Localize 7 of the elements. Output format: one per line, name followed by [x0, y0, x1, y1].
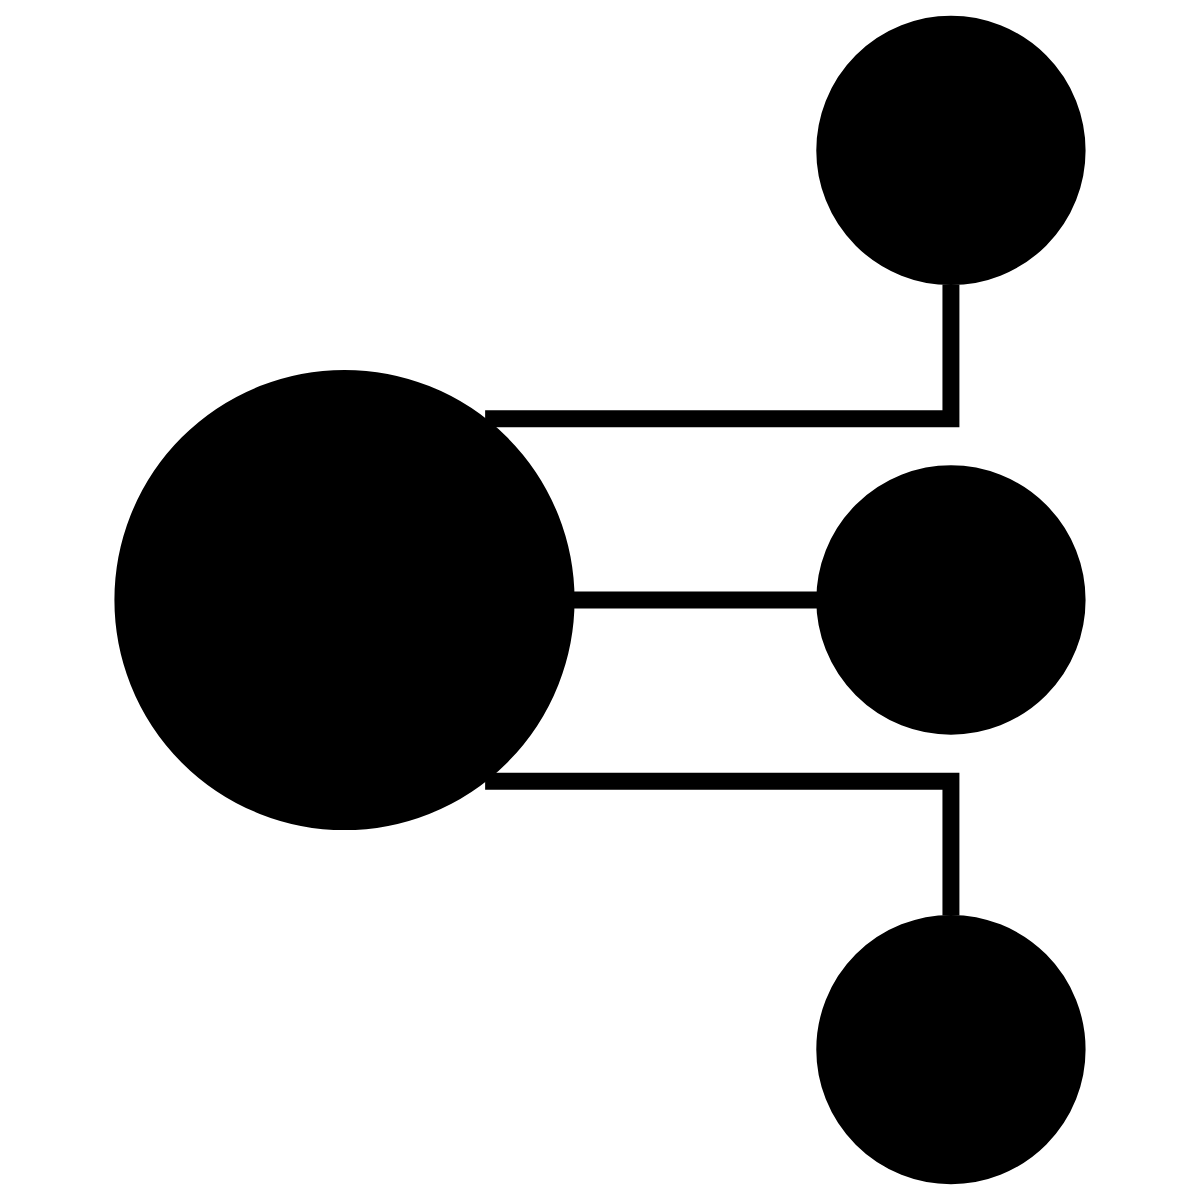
node-circle [114, 369, 575, 831]
connector [485, 772, 960, 916]
node-circle [816, 15, 1086, 286]
node-circle [816, 914, 1086, 1185]
node-circle [816, 465, 1086, 735]
connector [573, 591, 818, 609]
connector [485, 284, 960, 428]
